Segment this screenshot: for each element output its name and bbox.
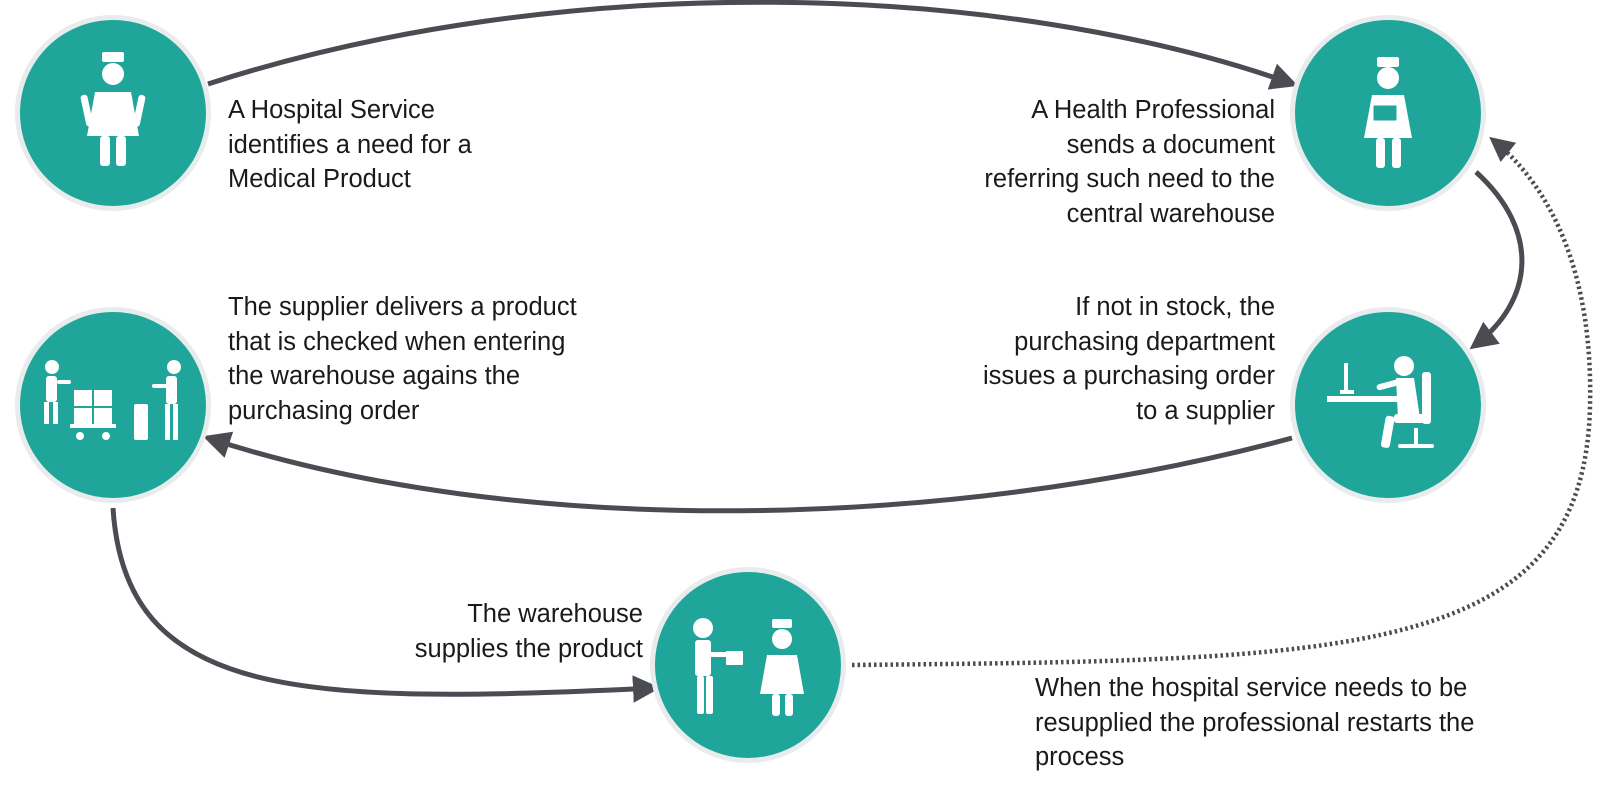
connectors — [110, 0, 1593, 703]
label-line: sends a document — [1066, 130, 1275, 159]
label-line: purchasing order — [228, 396, 420, 425]
label-line: to a supplier — [1136, 396, 1275, 425]
label-line: process — [1035, 743, 1125, 771]
label-line: the warehouse agains the — [228, 362, 521, 390]
label-line: A Health Professional — [1031, 96, 1275, 124]
label-line: Medical Product — [228, 165, 411, 193]
label-line: central warehouse — [1066, 199, 1275, 228]
step-label-purchasing-department: If not in stock, the purchasing departme… — [983, 290, 1275, 428]
node-supplier-delivery — [15, 307, 211, 503]
label-line: that is checked when entering — [228, 327, 566, 356]
node-hospital-service — [15, 15, 211, 211]
office-worker-at-desk-icon — [1327, 356, 1434, 448]
label-line: purchasing department — [1014, 327, 1275, 356]
label-line: referring such need to the — [984, 165, 1275, 193]
label-line: The supplier delivers a product — [228, 293, 577, 321]
handover-to-nurse-icon — [693, 618, 804, 716]
restart-note: When the hospital service needs to be re… — [1035, 671, 1474, 775]
label-line: identifies a need for a — [228, 130, 472, 159]
label-line: When the hospital service needs to be — [1035, 674, 1468, 702]
step-label-supplier-delivery: The supplier delivers a product that is … — [228, 290, 577, 428]
nurse-icon — [80, 52, 146, 166]
arrow-supplier-to-warehouse — [110, 507, 661, 703]
label-line: issues a purchasing order — [983, 362, 1275, 390]
arrow-service-to-professional — [207, 0, 1299, 90]
node-warehouse-supplies — [650, 567, 846, 763]
node-purchasing-department — [1290, 307, 1486, 503]
step-label-hospital-service: A Hospital Service identifies a need for… — [228, 93, 472, 197]
label-line: If not in stock, the — [1075, 293, 1275, 321]
arrow-professional-to-purchasing — [1469, 170, 1525, 350]
step-label-health-professional: A Health Professional sends a document r… — [984, 93, 1275, 231]
arrow-purchasing-to-supplier — [202, 431, 1293, 514]
nurse-with-document-icon — [1364, 57, 1412, 168]
label-line: The warehouse — [467, 600, 643, 628]
arrow-restart-dotted — [851, 136, 1593, 668]
label-line: resupplied the professional restarts the — [1035, 708, 1475, 737]
label-line: supplies the product — [414, 634, 643, 663]
label-line: A Hospital Service — [228, 96, 435, 124]
node-health-professional — [1290, 15, 1486, 211]
step-label-warehouse-supplies: The warehouse supplies the product — [415, 597, 643, 666]
delivery-workers-with-cart-icon — [44, 360, 181, 440]
